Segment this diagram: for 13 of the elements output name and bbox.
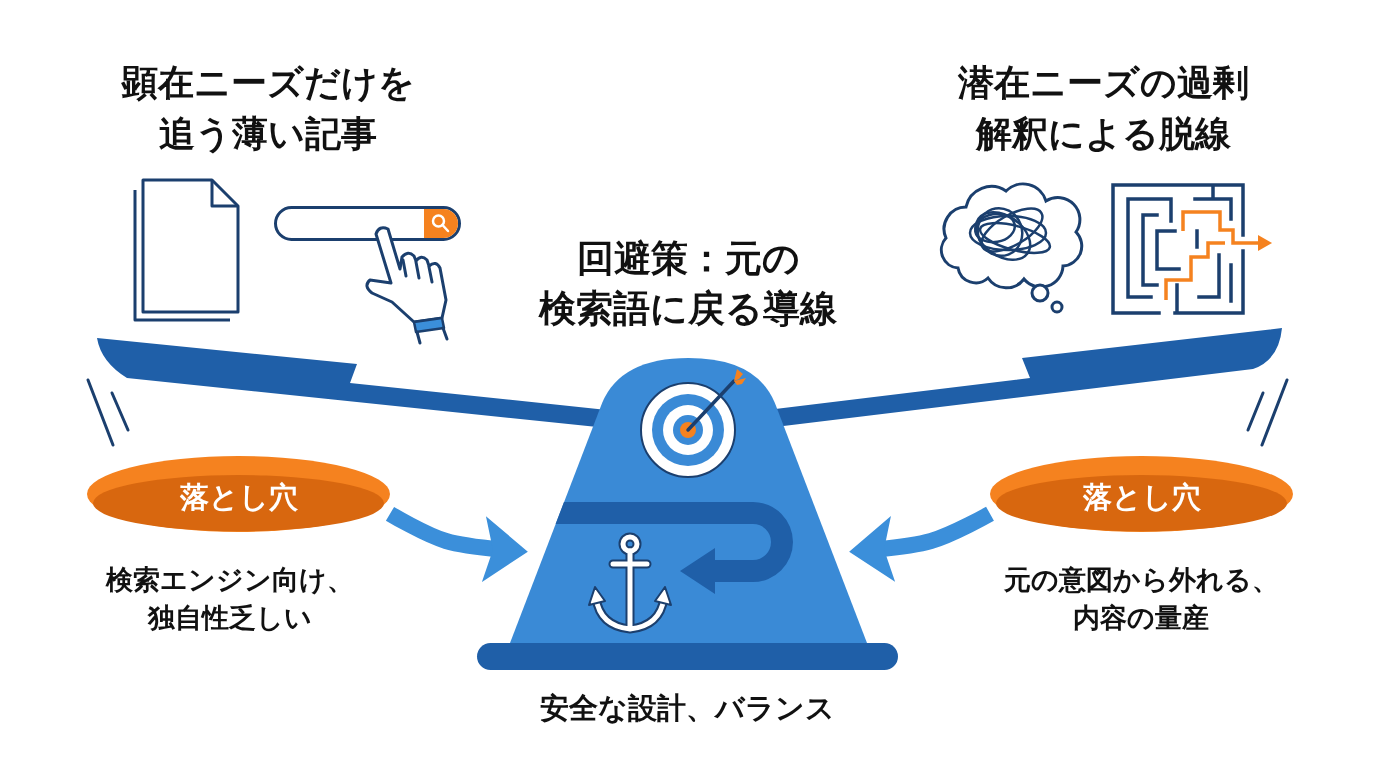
arrow	[848, 506, 994, 582]
section-heading: 潜在ニーズの過剰解釈による脱線	[957, 62, 1249, 154]
solution-heading: 回避策：元の検索語に戻る導線	[539, 237, 837, 330]
pitfall-label: 落とし穴	[1082, 479, 1201, 516]
pitfall-description: 検索エンジン向け、独自性乏しい	[106, 564, 354, 633]
pitfall-label: 落とし穴	[179, 479, 298, 516]
fulcrum	[510, 358, 867, 643]
pitfall-ellipse	[990, 456, 1293, 532]
section-heading: 顕在ニーズだけを追う薄い記事	[121, 62, 415, 154]
pitfall-ellipse	[87, 456, 390, 532]
fulcrum-caption: 安全な設計、バランス	[539, 691, 835, 725]
pitfall-description: 元の意図から外れる、内容の量産	[1003, 564, 1279, 633]
arrow	[385, 506, 529, 582]
